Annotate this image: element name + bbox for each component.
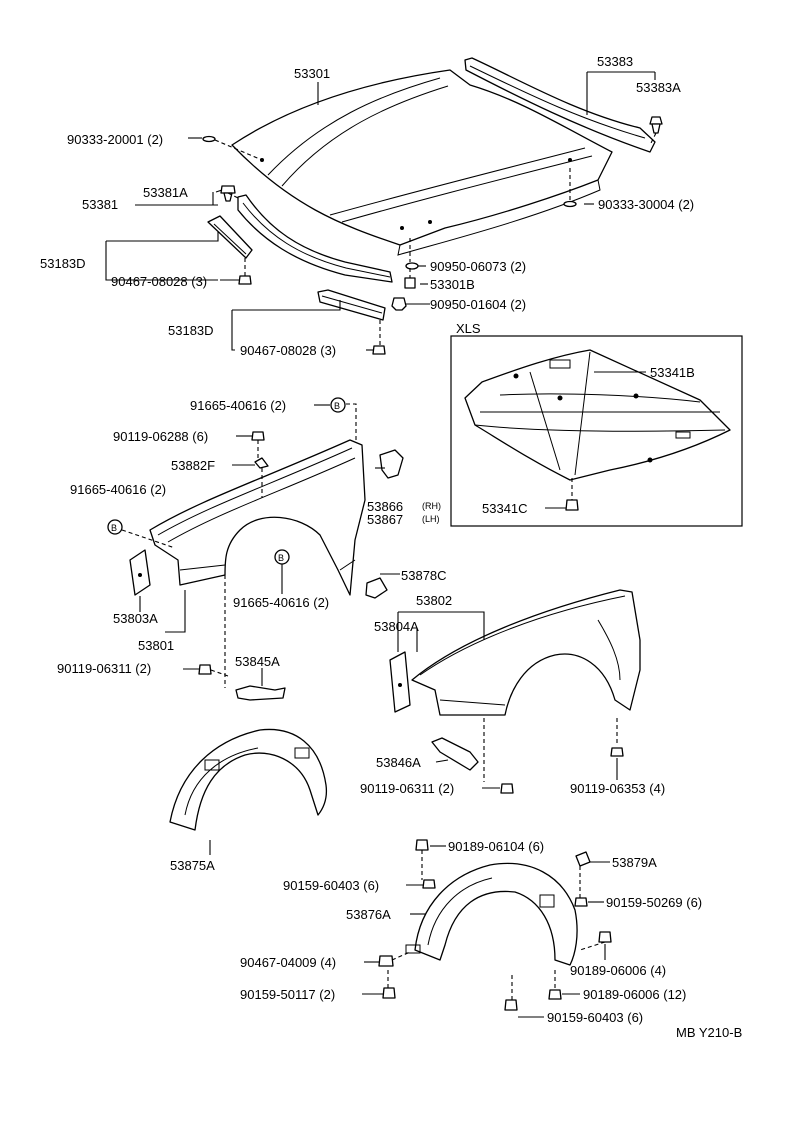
label-91665-40616-left: 91665-40616 (2): [70, 482, 166, 497]
marker-b-left: B: [107, 519, 123, 535]
label-53341b: 53341B: [650, 365, 695, 380]
svg-text:B: B: [334, 401, 340, 411]
label-90333-30004: 90333-30004 (2): [598, 197, 694, 212]
label-90119-06353: 90119-06353 (4): [570, 781, 665, 796]
label-53879a: 53879A: [612, 855, 657, 870]
label-90159-60403-a: 90159-60403 (6): [283, 878, 379, 893]
cushion-90950-01604: [391, 297, 407, 311]
label-53846a: 53846A: [376, 755, 421, 770]
label-53301b: 53301B: [430, 277, 475, 292]
fender-liner-53875a: [169, 728, 328, 831]
label-90189-06104: 90189-06104 (6): [448, 839, 544, 854]
marker-b-mid: B: [274, 549, 290, 565]
bracket-53803a: [129, 549, 151, 596]
svg-text:B: B: [111, 523, 117, 533]
label-53867: 53867: [367, 512, 403, 527]
label-53866: 53866: [367, 499, 403, 514]
marker-b-top: B: [330, 397, 346, 413]
bolt-90467-08028-b: [372, 345, 386, 355]
label-lh: (LH): [422, 514, 440, 524]
clip-90189-06006-a: [598, 931, 612, 943]
xls-box: [450, 335, 743, 527]
bolt-90119-06311-a: [198, 664, 212, 675]
hood-insulator-part: [464, 349, 731, 481]
label-90189-06006-b: 90189-06006 (12): [583, 987, 686, 1002]
xls-label: XLS: [456, 321, 481, 336]
label-90950-01604: 90950-01604 (2): [430, 297, 526, 312]
clip-53383a: [649, 116, 663, 134]
seal-53882f: [254, 457, 269, 469]
hood-rear-seal-part: [237, 194, 393, 283]
nut-90467-04009: [378, 955, 394, 967]
label-90119-06311-a: 90119-06311 (2): [57, 661, 151, 676]
bracket-53804a: [389, 651, 411, 713]
label-53301: 53301: [294, 66, 330, 81]
clip-90189-06104: [415, 839, 429, 851]
fender-right-part: [411, 589, 641, 716]
bolt-90119-06311-b: [500, 783, 514, 794]
label-90189-06006-a: 90189-06006 (4): [570, 963, 666, 978]
fender-liner-53876a: [405, 862, 578, 966]
label-53381a: 53381A: [143, 185, 188, 200]
hood-part: [231, 69, 613, 256]
fender-left-part: [149, 439, 366, 596]
cushion-53301b: [404, 277, 416, 289]
label-53803a: 53803A: [113, 611, 158, 626]
label-90159-50117: 90159-50117 (2): [240, 987, 335, 1002]
label-53381: 53381: [82, 197, 118, 212]
bracket-53183d-upper: [207, 215, 253, 259]
label-90119-06288: 90119-06288 (6): [113, 429, 208, 444]
screw-90159-50269: [574, 897, 588, 907]
clip-53878c: [365, 577, 388, 599]
label-53845a: 53845A: [235, 654, 280, 669]
label-53341c: 53341C: [482, 501, 528, 516]
label-90467-08028-a: 90467-08028 (3): [111, 274, 207, 289]
plug-90950-06073: [405, 262, 419, 270]
label-53183d-a: 53183D: [40, 256, 86, 271]
svg-text:B: B: [278, 553, 284, 563]
label-53802: 53802: [416, 593, 452, 608]
clip-53879a: [575, 851, 591, 867]
label-rh: (RH): [422, 501, 441, 511]
label-53383a: 53383A: [636, 80, 681, 95]
clip-90189-06006-b: [548, 989, 562, 1000]
label-90950-06073: 90950-06073 (2): [430, 259, 526, 274]
label-53882f: 53882F: [171, 458, 215, 473]
screw-90159-60403-a: [422, 879, 436, 889]
hood-seal-part: [464, 57, 656, 153]
reference-code: MB Y210-B: [676, 1025, 742, 1040]
label-53383: 53383: [597, 54, 633, 69]
bolt-90119-06353: [610, 747, 624, 757]
label-53183d-b: 53183D: [168, 323, 214, 338]
plug-90333-20001: [202, 135, 216, 143]
label-90159-50269: 90159-50269 (6): [606, 895, 702, 910]
bracket-53183d-lower: [317, 289, 386, 321]
label-53878c: 53878C: [401, 568, 447, 583]
label-90467-04009: 90467-04009 (4): [240, 955, 336, 970]
bolt-90119-06288: [251, 431, 265, 441]
bracket-53845a: [235, 685, 286, 701]
label-53876a: 53876A: [346, 907, 391, 922]
fender-liner-53866-part: [379, 449, 404, 479]
clip-53341c: [565, 499, 579, 511]
label-90119-06311-b: 90119-06311 (2): [360, 781, 454, 796]
label-90333-20001: 90333-20001 (2): [67, 132, 163, 147]
label-91665-40616-mid: 91665-40616 (2): [233, 595, 329, 610]
bracket-53846a: [431, 737, 479, 771]
screw-90159-50117: [382, 987, 396, 999]
screw-90159-60403-b: [504, 999, 518, 1011]
label-91665-40616-top: 91665-40616 (2): [190, 398, 286, 413]
bolt-90467-08028-a: [238, 275, 252, 285]
label-53875a: 53875A: [170, 858, 215, 873]
label-90467-08028-b: 90467-08028 (3): [240, 343, 336, 358]
label-53801: 53801: [138, 638, 174, 653]
plug-90333-30004: [563, 200, 577, 208]
label-53804a: 53804A: [374, 619, 419, 634]
label-90159-60403-b: 90159-60403 (6): [547, 1010, 643, 1025]
